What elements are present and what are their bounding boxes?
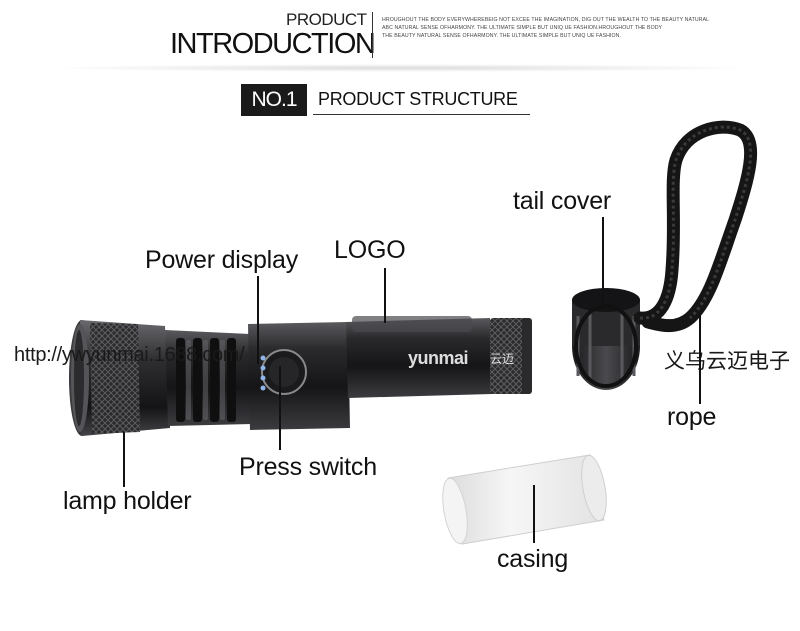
rope bbox=[633, 120, 758, 333]
leader-line-tail-cover bbox=[602, 217, 604, 307]
tail-cover bbox=[572, 288, 640, 390]
leader-line-casing bbox=[533, 485, 535, 543]
header-introduction-text: INTRODUCTION bbox=[170, 28, 376, 60]
section-title-underline bbox=[313, 114, 530, 115]
lamp-head bbox=[69, 320, 170, 436]
brand-logo-chinese: 云迈 bbox=[490, 352, 515, 366]
leader-line-power-display bbox=[257, 276, 259, 364]
leader-line-press-switch bbox=[279, 366, 281, 450]
label-logo: LOGO bbox=[334, 236, 406, 264]
watermark-url: http://ywyunmai.1688.com/ bbox=[14, 344, 245, 366]
switch-housing bbox=[248, 322, 350, 430]
leader-line-lamp-holder bbox=[123, 432, 125, 487]
label-rope: rope bbox=[667, 403, 717, 431]
leader-line-logo bbox=[384, 268, 386, 323]
casing bbox=[442, 454, 607, 545]
label-press-switch: Press switch bbox=[239, 453, 377, 481]
battery-tube bbox=[346, 316, 532, 398]
header-shadow bbox=[40, 64, 760, 72]
label-casing: casing bbox=[497, 545, 569, 573]
header-small-text-3: THE BEAUTY NATURAL SENSE OFHARMONY. THE … bbox=[382, 33, 622, 39]
watermark-chinese: 义乌云迈电子 bbox=[664, 350, 790, 373]
brand-logo-text: yunmai bbox=[408, 348, 469, 368]
section-title: PRODUCT STRUCTURE bbox=[318, 89, 518, 109]
header-divider bbox=[372, 12, 373, 58]
label-tail-cover: tail cover bbox=[513, 187, 612, 215]
label-lamp-holder: lamp holder bbox=[63, 487, 192, 515]
zoom-body bbox=[165, 330, 252, 426]
section-number-badge: NO.1 bbox=[241, 84, 307, 116]
header-small-text-1: HROUGHOUT THE BODY EVERYWHEREBEIG NOT EX… bbox=[382, 17, 710, 23]
leader-line-rope bbox=[699, 314, 701, 404]
label-power-display: Power display bbox=[145, 246, 299, 274]
header-product-text: PRODUCT bbox=[286, 10, 367, 29]
header-small-text-2: ABC NATURAL SENSE OFHARMONY. THE ULTIMAT… bbox=[382, 25, 663, 31]
